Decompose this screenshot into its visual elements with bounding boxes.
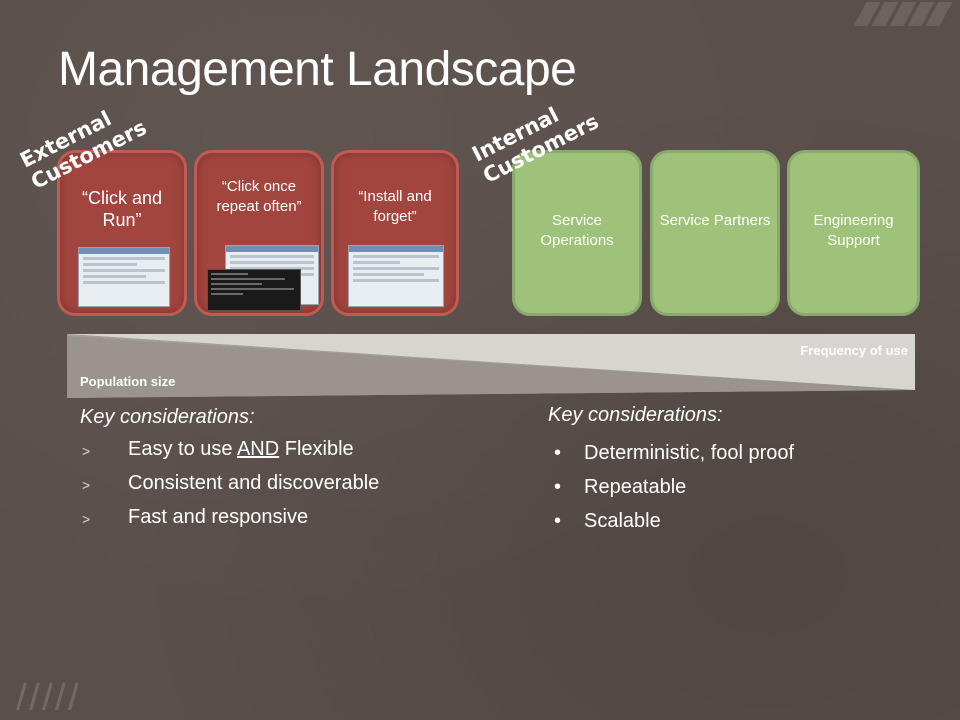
list-item: •Deterministic, fool proof <box>554 442 795 464</box>
tile-label: “Install and forget” <box>358 188 432 225</box>
slide-title: Management Landscape <box>58 43 577 96</box>
left-considerations-title: Key considerations: <box>80 406 255 428</box>
frequency-of-use-label: Frequency of use <box>800 343 908 358</box>
tile-engineering-support[interactable]: Engineering Support <box>787 150 920 316</box>
tile-install-and-forget[interactable]: “Install and forget” <box>331 150 459 316</box>
console-screenshot-icon <box>207 269 301 311</box>
chevron-right-icon: > <box>82 511 91 527</box>
list-item: •Scalable <box>554 510 661 532</box>
tile-label: Service Operations <box>540 212 614 249</box>
tile-service-partners[interactable]: Service Partners <box>650 150 780 316</box>
list-item: > Easy to use AND Flexible <box>82 438 354 460</box>
bullet-icon: • <box>554 510 562 532</box>
tile-click-once-repeat-often[interactable]: “Click once repeat often” <box>194 150 324 316</box>
tile-label: “Click and Run” <box>81 188 163 230</box>
decorative-chevrons-bottom: ///// <box>16 677 79 716</box>
chevron-right-icon: > <box>82 443 91 459</box>
tile-service-operations[interactable]: Service Operations <box>512 150 642 316</box>
left-considerations-list: > Easy to use AND Flexible > Consistent … <box>80 438 379 540</box>
list-item: •Repeatable <box>554 476 687 498</box>
chevron-right-icon: > <box>82 477 91 493</box>
tile-label: Service Partners <box>659 212 771 229</box>
list-item: > Consistent and discoverable <box>82 472 380 494</box>
installer-screenshot-icon <box>348 245 444 307</box>
decorative-stripes-top <box>853 2 953 26</box>
right-considerations-title: Key considerations: <box>548 404 723 426</box>
right-considerations-list: •Deterministic, fool proof •Repeatable •… <box>548 442 794 544</box>
frequency-population-wedge <box>67 334 915 398</box>
app-window-screenshot-icon <box>78 247 170 307</box>
tile-label: “Click once repeat often” <box>216 178 302 215</box>
bullet-icon: • <box>554 476 562 498</box>
list-item: > Fast and responsive <box>82 506 309 528</box>
population-size-label: Population size <box>80 374 176 389</box>
tile-label: Engineering Support <box>813 212 894 249</box>
tile-click-and-run[interactable]: “Click and Run” <box>57 150 187 316</box>
bullet-icon: • <box>554 442 562 464</box>
